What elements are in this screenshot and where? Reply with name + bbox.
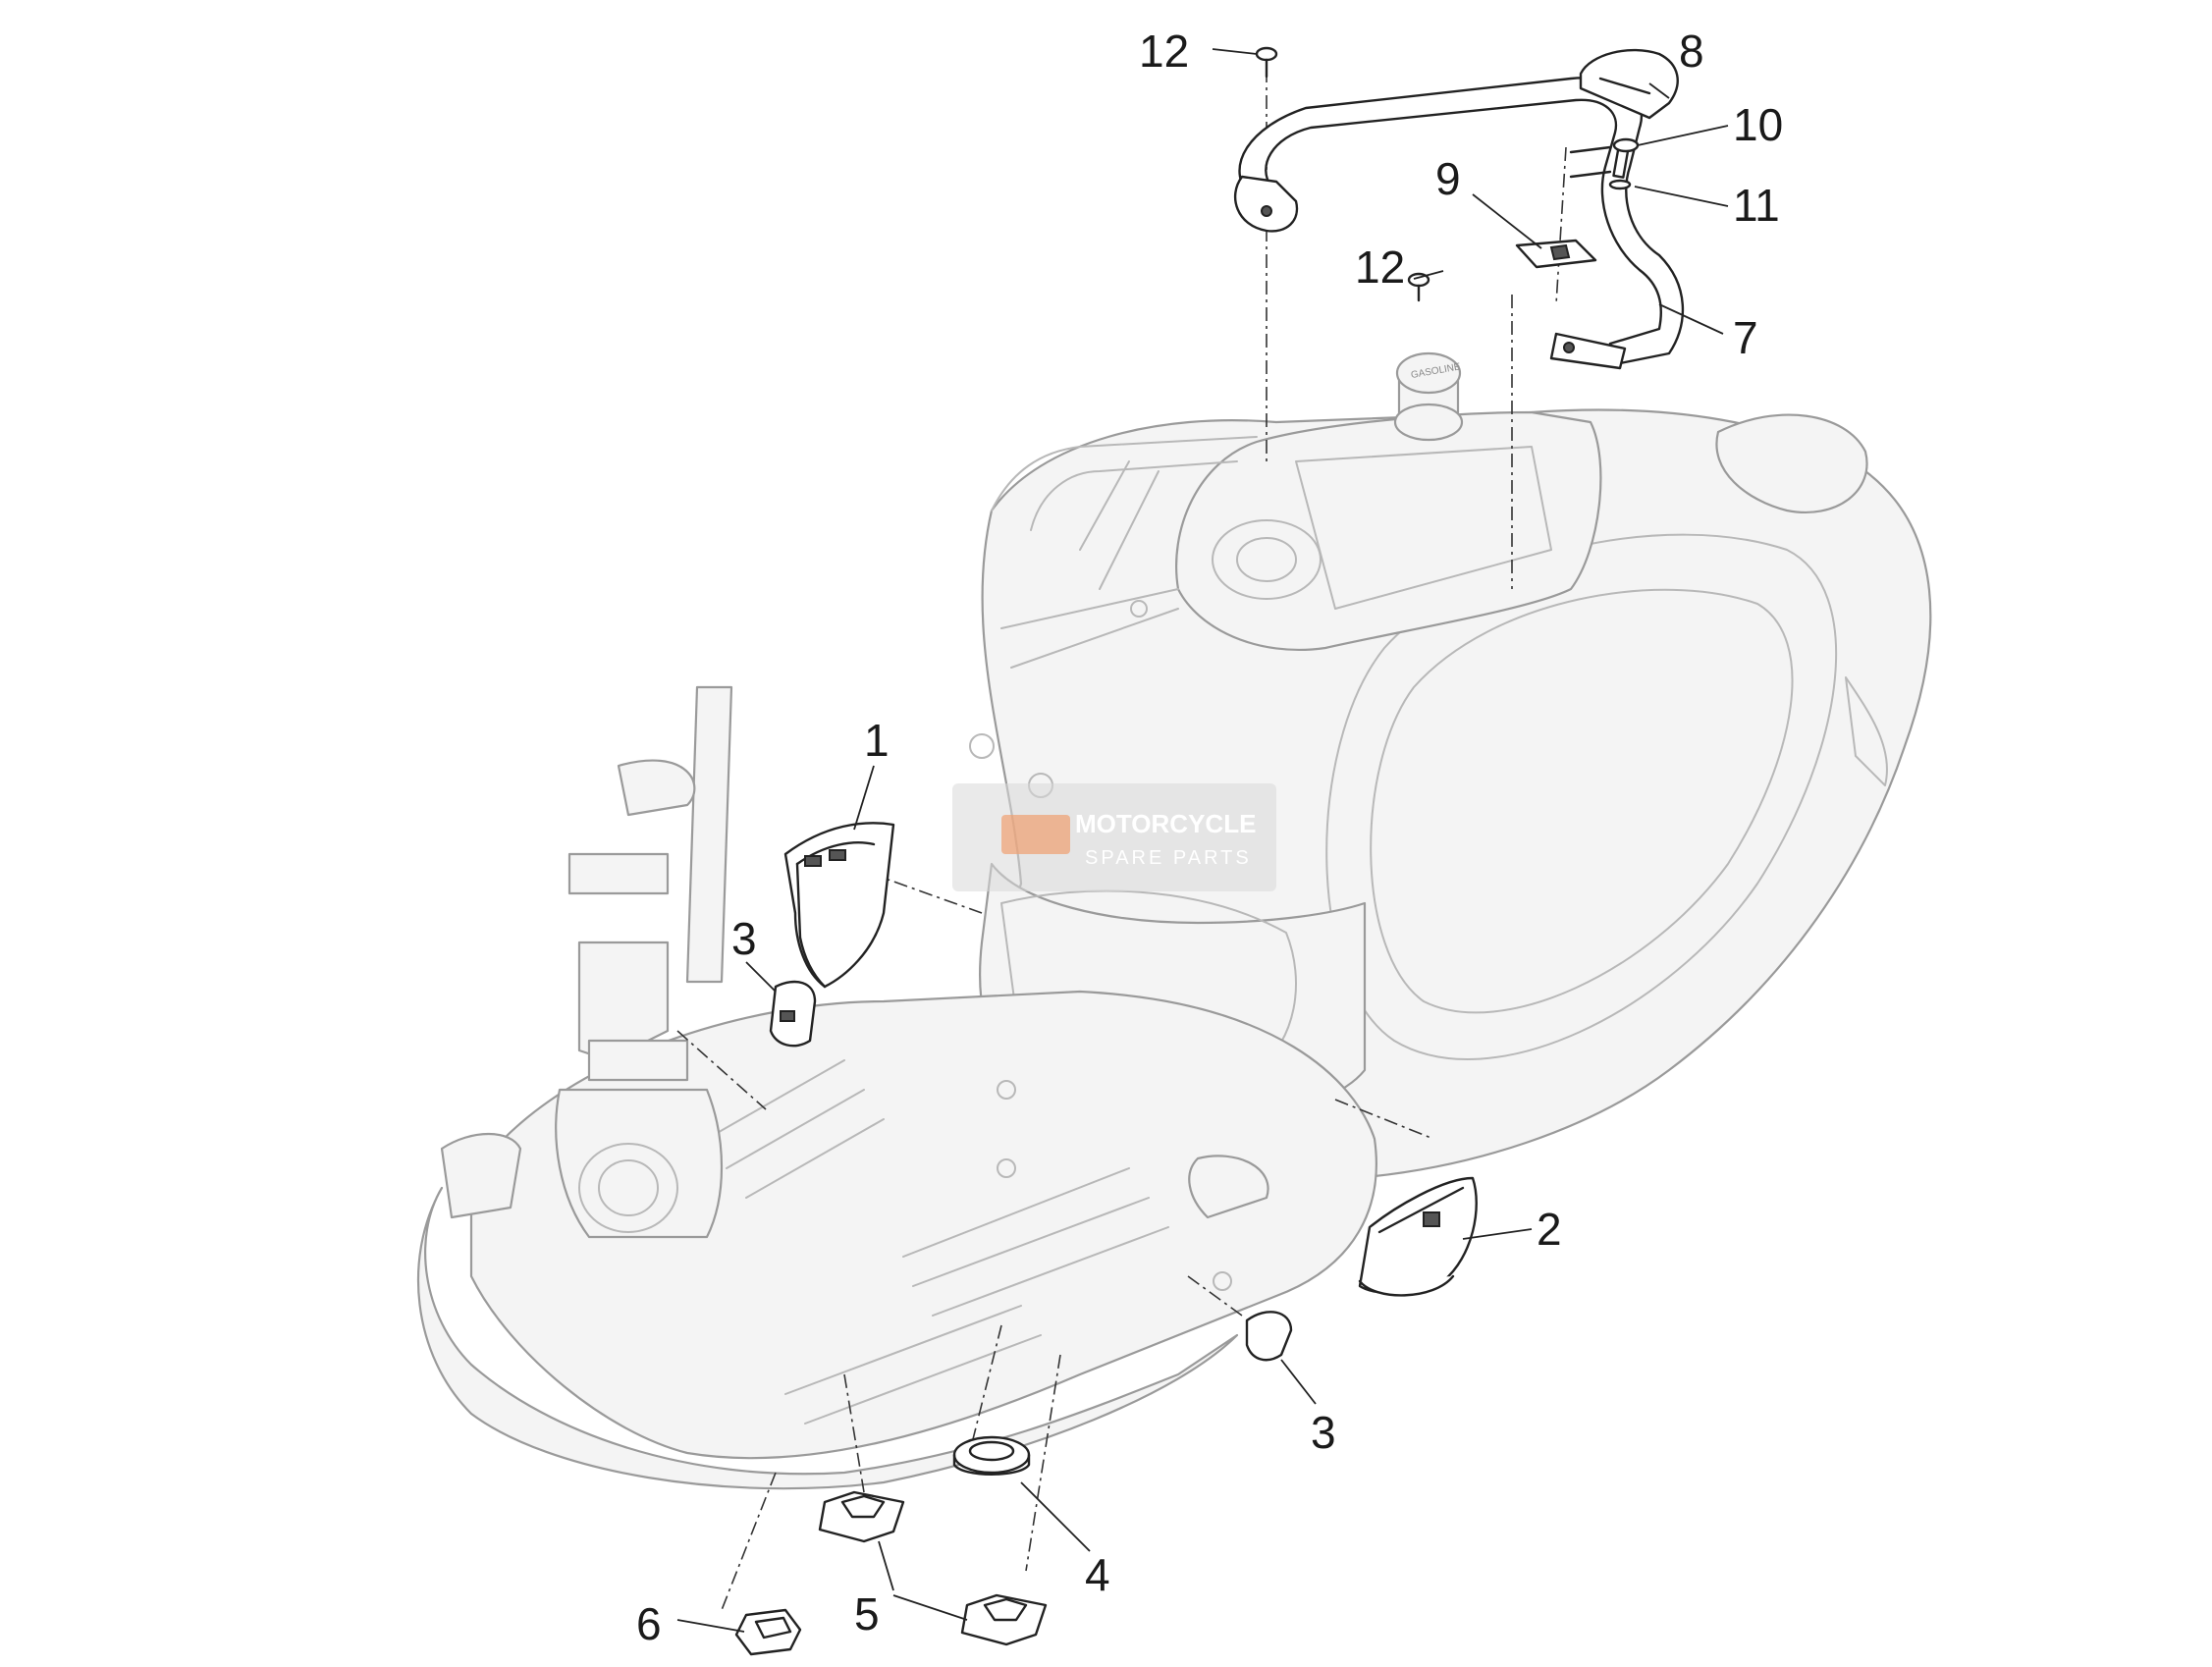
callout-12-mid: 12: [1355, 242, 1405, 293]
callout-5: 5: [854, 1588, 880, 1640]
rubber-grommet: [952, 1435, 1031, 1476]
watermark-line1: MOTORCYCLE: [1075, 809, 1256, 838]
assembly-lines: [676, 69, 1567, 1611]
plug-6: [734, 1608, 802, 1656]
watermark: MOTORCYCLE SPARE PARTS: [952, 783, 1276, 891]
rear-side-trim: [1358, 1176, 1478, 1297]
clip-cover-3a: [769, 980, 817, 1048]
callout-8: 8: [1679, 26, 1704, 77]
rear-rack: [1233, 77, 1685, 370]
callout-7: 7: [1733, 312, 1758, 363]
callout-9: 9: [1435, 153, 1461, 204]
fuel-cap: GASOLINE: [1393, 351, 1464, 442]
callout-11: 11: [1733, 180, 1780, 231]
leader-lines: [676, 48, 1729, 1633]
callout-10: 10: [1733, 99, 1783, 150]
screw-12-top: [1255, 46, 1278, 79]
callout-12-top: 12: [1139, 26, 1189, 77]
callout-labels: 1 2 3 3 4 5 6 7 8 9 10 11 12 12: [636, 26, 1783, 1649]
clip-cover-3b: [1245, 1311, 1293, 1362]
rack-end-cover: [1579, 48, 1679, 120]
scooter-body: [416, 408, 1932, 1490]
rack-bracket: [1515, 239, 1597, 269]
watermark-line2: SPARE PARTS: [1085, 847, 1252, 869]
callout-3-rear: 3: [1311, 1407, 1336, 1458]
callout-2: 2: [1537, 1204, 1562, 1255]
callout-4: 4: [1085, 1549, 1110, 1600]
washer-11: [1608, 179, 1632, 190]
callout-1: 1: [864, 715, 890, 766]
plug-5a: [818, 1490, 905, 1543]
callout-3-front: 3: [731, 913, 757, 964]
plug-5b: [960, 1593, 1048, 1646]
leg-shield-trim: [783, 822, 895, 989]
callout-6: 6: [636, 1598, 662, 1649]
